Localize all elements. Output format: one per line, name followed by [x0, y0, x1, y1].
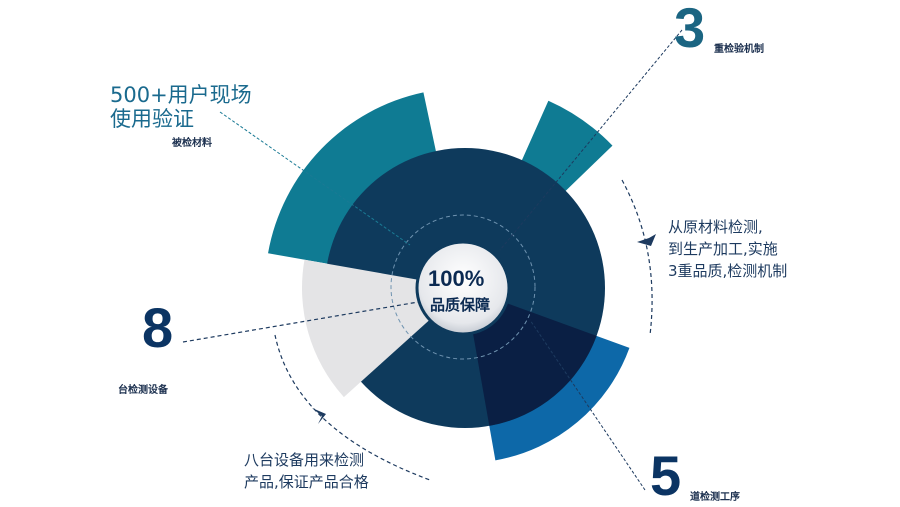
devices-sub: 台检测设备	[118, 385, 168, 396]
description-right-line: 到生产加工,实施	[668, 240, 778, 258]
users-title-line1: 500+用户现场	[110, 83, 252, 107]
arc-bottom	[274, 334, 431, 481]
description-right-line: 从原材料检测,	[668, 218, 763, 236]
center-label: 品质保障	[430, 296, 491, 314]
process-number: 5	[650, 444, 682, 507]
description-bottom-line: 八台设备用来检测	[244, 451, 365, 469]
arc-right	[621, 179, 653, 336]
description-bottom-line: 产品,保证产品合格	[244, 473, 369, 491]
arrow-right-icon	[637, 234, 656, 246]
inspection-number: 3	[674, 0, 706, 59]
segment-blue	[487, 332, 630, 461]
connector-users	[219, 111, 411, 246]
description-right: 从原材料检测, 到生产加工,实施 3重品质,检测机制	[668, 216, 787, 282]
description-bottom: 八台设备用来检测 产品,保证产品合格	[244, 449, 369, 493]
inner-dashed-ring	[390, 214, 536, 360]
connector-inspection	[499, 29, 683, 251]
arrow-bottom-icon	[312, 408, 326, 424]
devices-number: 8	[142, 296, 174, 359]
inspection-sub: 重检验机制	[714, 44, 764, 55]
center-circle	[415, 240, 511, 336]
users-title-line2: 使用验证	[110, 107, 194, 131]
process-sub: 道检测工序	[690, 492, 740, 503]
connector-process	[529, 319, 646, 491]
center-percent: 100%	[428, 266, 485, 291]
users-sub: 被检材料	[172, 138, 212, 149]
description-right-line: 3重品质,检测机制	[668, 262, 788, 280]
segment-dark-navy	[465, 288, 597, 426]
segment-teal-left	[268, 92, 438, 266]
